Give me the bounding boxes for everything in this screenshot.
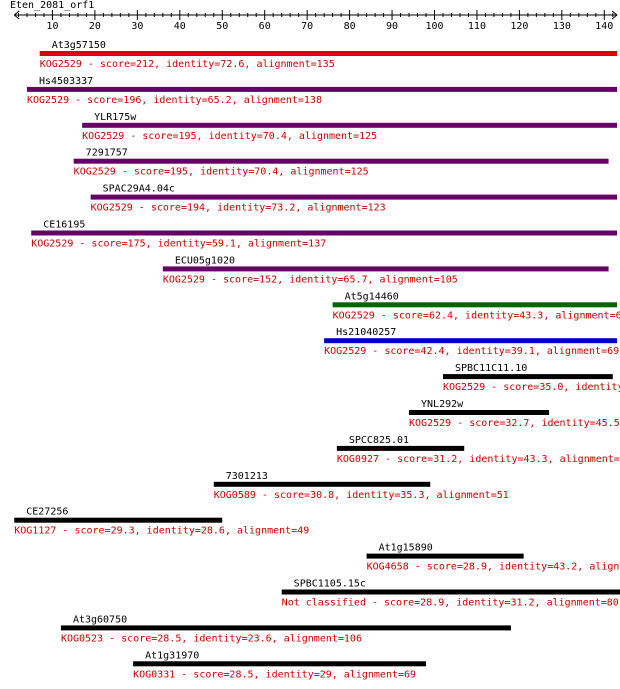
hit-name: At1g31970	[145, 650, 199, 661]
hit-label: KOG2529 - score=152, identity=65.7, alig…	[163, 274, 458, 285]
axis-tick-label: 10	[46, 21, 58, 32]
hit-bar	[442, 374, 613, 380]
hit-bar	[31, 230, 618, 236]
hit-label: KOG2529 - score=212, identity=72.6, alig…	[40, 59, 335, 70]
hit-label: KOG2529 - score=175, identity=59.1, alig…	[31, 239, 326, 250]
hit-label: KOG0927 - score=31.2, identity=43.3, ali…	[337, 454, 620, 465]
axis-arrow-right	[611, 10, 618, 20]
hit-name: 7301213	[226, 471, 268, 482]
hit-label: KOG0523 - score=28.5, identity=23.6, ali…	[61, 633, 362, 644]
axis-tick-label: 70	[301, 21, 313, 32]
axis-tick-label: 140	[595, 21, 613, 32]
hit-name: At1g15890	[379, 543, 433, 554]
axis-tick-label: 80	[344, 21, 356, 32]
hit-label: KOG2529 - score=196, identity=65.2, alig…	[27, 95, 322, 106]
axis-tick-label: 100	[425, 21, 443, 32]
hit-bar	[60, 625, 511, 631]
axis-tick-label: 30	[131, 21, 143, 32]
hit-label: KOG1127 - score=29.3, identity=28.6, ali…	[14, 526, 309, 537]
axis-tick-label: 90	[386, 21, 398, 32]
hit-name: At3g57150	[52, 40, 106, 51]
hit-bar	[133, 661, 427, 667]
hit-label: KOG2529 - score=35.0, identity=38.5, ali…	[443, 382, 620, 393]
hit-bar	[73, 158, 609, 164]
hit-label: KOG2529 - score=42.4, identity=39.1, ali…	[324, 346, 619, 357]
hit-bar	[82, 122, 618, 128]
hit-bar	[14, 517, 223, 523]
hit-bar	[39, 51, 618, 56]
hit-bar	[281, 589, 620, 595]
hit-label: Not classified - score=28.9, identity=31…	[282, 598, 619, 609]
hit-name: SPAC29A4.04c	[103, 184, 175, 195]
query-title: Eten_2081_orf1	[10, 0, 95, 11]
hit-label: KOG0589 - score=30.8, identity=35.3, ali…	[214, 490, 509, 501]
hit-bar	[409, 410, 550, 415]
hit-bar	[336, 445, 465, 451]
hit-bar	[162, 266, 609, 272]
hit-name: Hs21040257	[336, 327, 396, 338]
hit-name: CE27256	[26, 507, 68, 518]
hit-bar	[213, 481, 431, 487]
axis-tick-label: 20	[89, 21, 101, 32]
hit-name: CE16195	[43, 220, 85, 231]
hit-label: KOG4658 - score=28.9, identity=43.2, ali…	[367, 562, 620, 573]
hit-name: ECU05g1020	[175, 255, 235, 266]
axis-tick-label: 50	[216, 21, 228, 32]
hit-name: SPCC825.01	[349, 435, 409, 446]
axis-tick-label: 120	[510, 21, 528, 32]
hit-label: KOG2529 - score=195, identity=70.4, alig…	[82, 131, 377, 142]
hit-label: KOG2529 - score=194, identity=73.2, alig…	[91, 203, 386, 214]
hit-label: KOG2529 - score=32.7, identity=45.5, ali…	[409, 418, 620, 429]
hit-label: KOG0331 - score=28.5, identity=29, align…	[133, 669, 416, 680]
axis-tick-label: 60	[259, 21, 271, 32]
axis-tick-label: 130	[553, 21, 571, 32]
hit-name: Hs4503337	[39, 76, 93, 87]
hit-label: KOG2529 - score=62.4, identity=43.3, ali…	[333, 310, 620, 321]
hit-bar	[324, 338, 618, 344]
hit-name: At3g60750	[73, 614, 127, 625]
hit-bar	[366, 553, 524, 559]
hit-bar	[26, 86, 618, 92]
hit-bar	[90, 194, 618, 200]
hit-name: YLR175w	[94, 112, 137, 123]
hit-name: At5g14460	[345, 291, 399, 302]
axis-arrow-left	[13, 10, 20, 20]
axis-tick-label: 40	[174, 21, 186, 32]
hit-label: KOG2529 - score=195, identity=70.4, alig…	[74, 167, 369, 178]
hit-name: 7291757	[86, 148, 128, 159]
axis-tick-label: 110	[468, 21, 486, 32]
hit-name: SPBC11C11.10	[455, 363, 527, 374]
hit-name: SPBC1105.15c	[294, 579, 366, 590]
hit-name: YNL292w	[421, 399, 464, 410]
hit-bar	[332, 302, 618, 308]
